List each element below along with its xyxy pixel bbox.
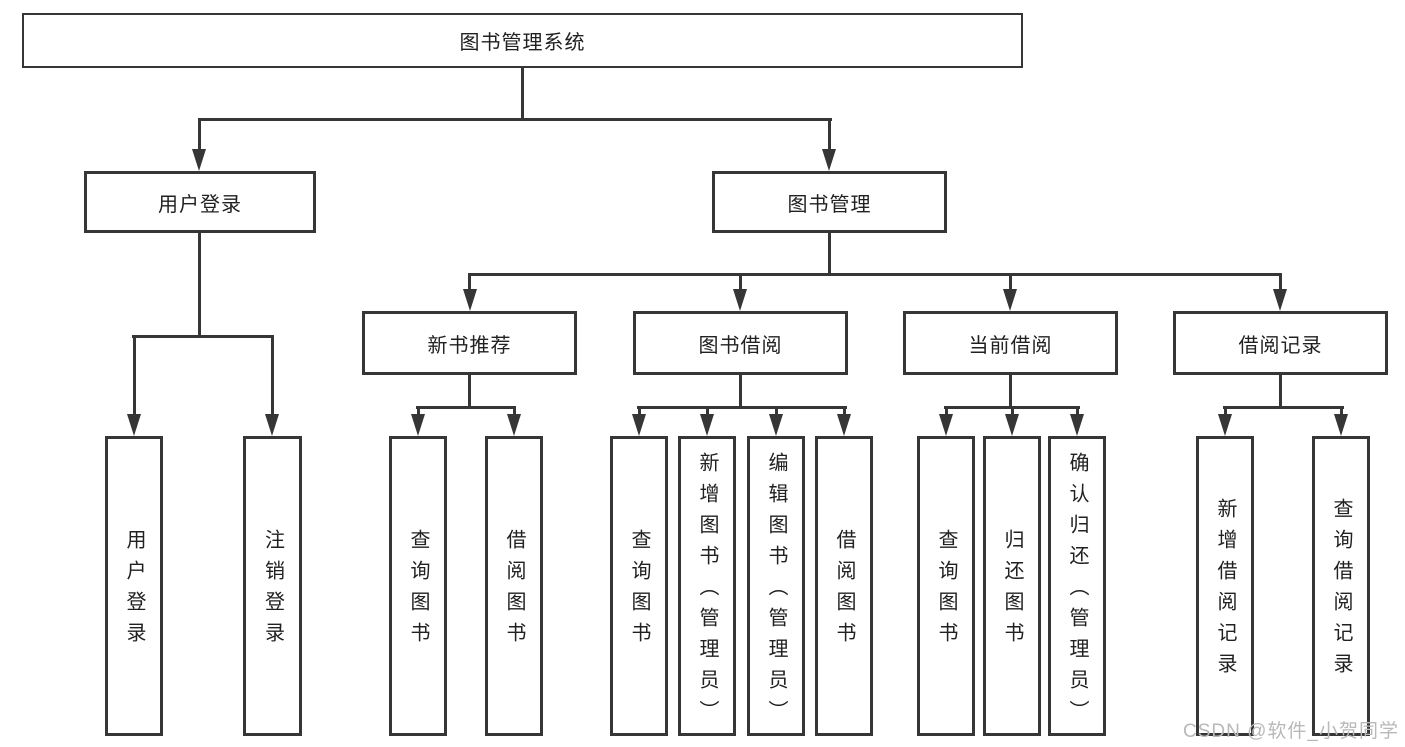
arrow-down-icon	[265, 414, 279, 436]
leaf-add-borrow-record: 新增借阅记录	[1196, 436, 1254, 736]
leaf-logout: 注销登录	[243, 436, 302, 736]
arrow-down-icon	[1005, 414, 1019, 436]
arrow-down-icon	[1334, 414, 1348, 436]
edge-line	[468, 273, 1282, 276]
edge-line	[843, 406, 846, 418]
edge-line	[706, 406, 709, 418]
arrow-down-icon	[1273, 289, 1287, 311]
arrow-down-icon	[1003, 289, 1017, 311]
leaf-return-books: 归还图书	[983, 436, 1041, 736]
edge-line	[133, 335, 136, 418]
edge-line	[1011, 406, 1014, 418]
leaf-user-login: 用户登录	[105, 436, 163, 736]
edge-line	[198, 118, 201, 154]
node-user-login: 用户登录	[84, 171, 316, 233]
edge-line	[828, 233, 831, 276]
arrow-down-icon	[837, 414, 851, 436]
node-borrowing-records: 借阅记录	[1173, 311, 1388, 375]
edge-line	[828, 118, 831, 154]
edge-line	[739, 273, 742, 293]
leaf-edit-book-admin: 编辑图书（管理员）	[747, 436, 805, 736]
arrow-down-icon	[769, 414, 783, 436]
edge-line	[513, 406, 516, 418]
edge-line	[1009, 375, 1012, 409]
edge-line	[271, 335, 274, 418]
node-book-management: 图书管理	[712, 171, 947, 233]
edge-line	[1340, 406, 1343, 418]
edge-line	[521, 68, 524, 121]
leaf-query-books-current: 查询图书	[917, 436, 975, 736]
arrow-down-icon	[507, 414, 521, 436]
arrow-down-icon	[463, 289, 477, 311]
leaf-query-books-borrowing: 查询图书	[610, 436, 668, 736]
node-book-borrowing: 图书借阅	[633, 311, 848, 375]
arrow-down-icon	[939, 414, 953, 436]
edge-line	[739, 375, 742, 409]
arrow-down-icon	[1218, 414, 1232, 436]
node-new-book-recommend: 新书推荐	[362, 311, 577, 375]
edge-line	[468, 375, 471, 409]
edge-line	[132, 335, 274, 338]
arrow-down-icon	[127, 414, 141, 436]
edge-line	[1009, 273, 1012, 293]
arrow-down-icon	[733, 289, 747, 311]
leaf-borrow-books-recommend: 借阅图书	[485, 436, 543, 736]
watermark: CSDN @软件_小贺同学	[1183, 721, 1399, 742]
edge-line	[1279, 375, 1282, 409]
edge-line	[468, 273, 471, 293]
leaf-query-borrow-record: 查询借阅记录	[1312, 436, 1370, 736]
edge-line	[198, 118, 832, 121]
node-library-management-system: 图书管理系统	[22, 13, 1023, 68]
leaf-add-book-admin: 新增图书（管理员）	[678, 436, 736, 736]
leaf-borrow-books-borrowing: 借阅图书	[815, 436, 873, 736]
leaf-query-books-recommend: 查询图书	[389, 436, 447, 736]
edge-line	[1224, 406, 1227, 418]
edge-line	[1279, 273, 1282, 293]
edge-line	[945, 406, 948, 418]
edge-line	[1076, 406, 1079, 418]
leaf-confirm-return-admin: 确认归还（管理员）	[1048, 436, 1106, 736]
arrow-down-icon	[632, 414, 646, 436]
node-current-borrowing: 当前借阅	[903, 311, 1118, 375]
arrow-down-icon	[822, 149, 836, 171]
edge-line	[198, 233, 201, 338]
edge-line	[416, 406, 516, 409]
edge-line	[1223, 406, 1344, 409]
arrow-down-icon	[411, 414, 425, 436]
edge-line	[417, 406, 420, 418]
edge-line	[638, 406, 641, 418]
arrow-down-icon	[1070, 414, 1084, 436]
arrow-down-icon	[700, 414, 714, 436]
edge-line	[775, 406, 778, 418]
arrow-down-icon	[192, 149, 206, 171]
edge-line	[637, 406, 847, 409]
